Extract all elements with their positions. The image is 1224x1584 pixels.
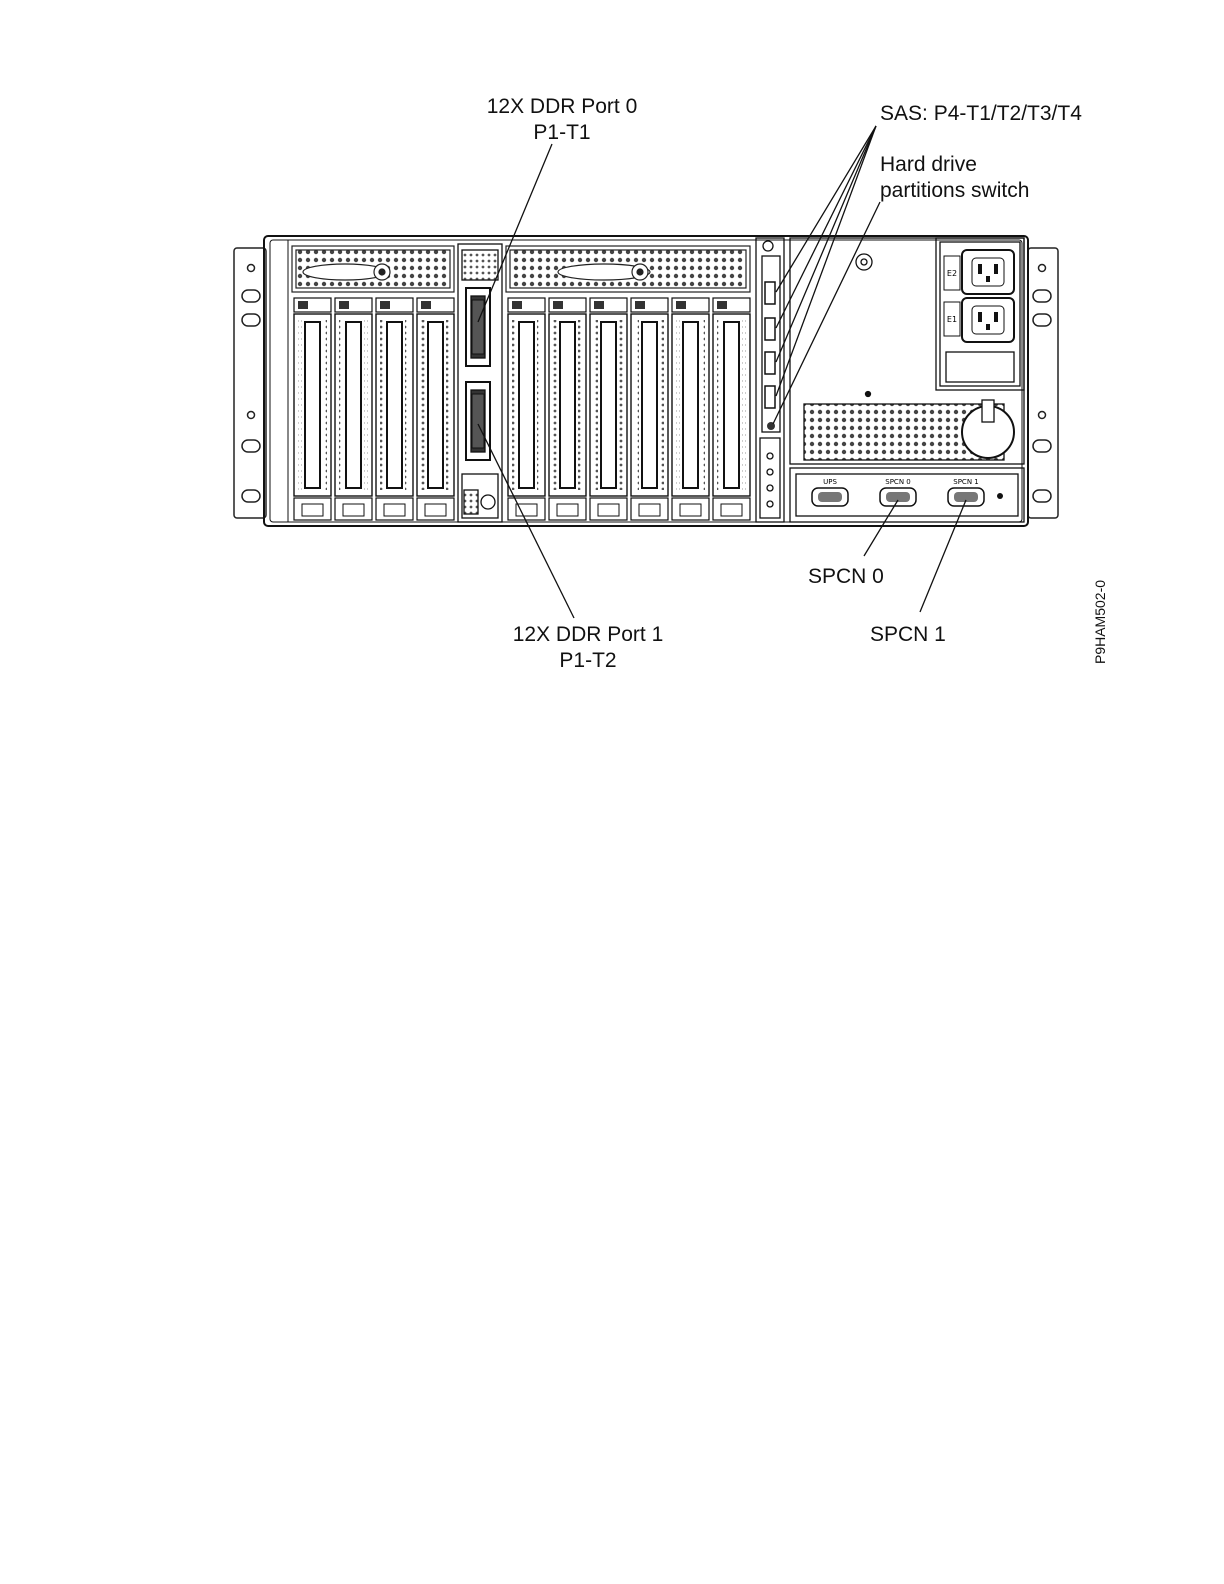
hdd-switch-line1: Hard drive bbox=[880, 152, 1029, 178]
gx-adapter-module bbox=[458, 244, 502, 522]
leader-sas-1 bbox=[776, 126, 876, 292]
pcie-slot bbox=[335, 298, 372, 520]
leader-spcn0 bbox=[864, 500, 898, 556]
spcn1-callout: SPCN 1 bbox=[870, 622, 946, 648]
left-mounting-ear bbox=[234, 248, 266, 518]
ddr-port0-location: P1-T1 bbox=[487, 120, 638, 146]
pcie-slot bbox=[631, 298, 668, 520]
ddr-port1-location: P1-T2 bbox=[513, 648, 664, 674]
right-blower bbox=[506, 246, 750, 292]
ddr-port0-title: 12X DDR Port 0 bbox=[487, 94, 638, 120]
power-e2-label: E2 bbox=[947, 269, 957, 278]
ddr-port-0 bbox=[472, 300, 484, 354]
pcie-slot bbox=[294, 298, 331, 520]
spcn0-port-label: SPCN 0 bbox=[885, 478, 910, 486]
pcie-slot bbox=[713, 298, 750, 520]
pcie-slot bbox=[590, 298, 627, 520]
ups-port: UPS bbox=[812, 478, 848, 506]
pcie-slot bbox=[549, 298, 586, 520]
pcie-slot bbox=[508, 298, 545, 520]
sas-ports bbox=[765, 282, 775, 408]
figure-id: P9HAM502-0 bbox=[1092, 580, 1108, 664]
spcn0-callout: SPCN 0 bbox=[808, 564, 884, 590]
ddr-port0-callout: 12X DDR Port 0 P1-T1 bbox=[487, 94, 638, 146]
leader-sas-3 bbox=[776, 126, 876, 362]
pcie-slots bbox=[294, 298, 750, 520]
sas-card-column bbox=[756, 238, 784, 522]
left-blower bbox=[292, 246, 454, 292]
spcn1-port-label: SPCN 1 bbox=[953, 478, 978, 486]
ddr-port1-title: 12X DDR Port 1 bbox=[513, 622, 664, 648]
power-e1-label: E1 bbox=[947, 315, 957, 324]
pcie-slot bbox=[376, 298, 413, 520]
spcn-0-port: SPCN 0 bbox=[880, 478, 916, 506]
ups-port-label: UPS bbox=[823, 478, 837, 486]
pcie-slot bbox=[672, 298, 709, 520]
ddr-port1-callout: 12X DDR Port 1 P1-T2 bbox=[513, 622, 664, 674]
leader-spcn1 bbox=[920, 500, 966, 612]
hdd-switch-line2: partitions switch bbox=[880, 178, 1029, 204]
power-inlet-e2: E2 bbox=[944, 250, 1014, 294]
spcn-1-port: SPCN 1 bbox=[948, 478, 1003, 506]
hdd-switch-callout: Hard drive partitions switch bbox=[880, 152, 1029, 204]
leader-sas-2 bbox=[776, 126, 876, 328]
ddr-port-1 bbox=[472, 394, 484, 448]
leader-ddr-port0 bbox=[478, 144, 552, 322]
sas-callout: SAS: P4-T1/T2/T3/T4 bbox=[880, 101, 1082, 127]
power-inlet-e1: E1 bbox=[944, 298, 1014, 342]
pcie-slot bbox=[417, 298, 454, 520]
right-mounting-ear bbox=[1028, 248, 1058, 518]
